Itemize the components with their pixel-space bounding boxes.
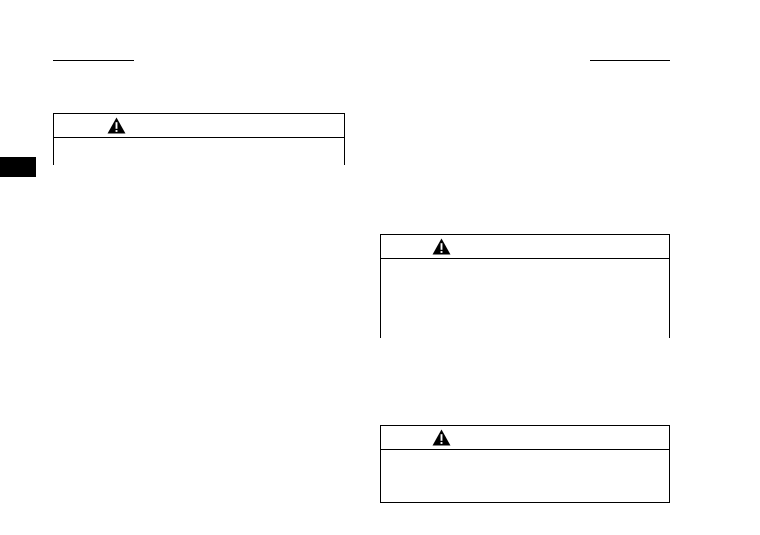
warning-header bbox=[381, 235, 669, 259]
warning-triangle-icon bbox=[432, 429, 451, 446]
chapter-side-tab bbox=[0, 157, 36, 177]
warning-box-3 bbox=[380, 425, 670, 503]
header-rule-left bbox=[53, 60, 134, 61]
warning-box-1 bbox=[53, 113, 345, 165]
warning-triangle-icon bbox=[107, 117, 126, 134]
warning-triangle-icon bbox=[432, 238, 451, 255]
warning-header bbox=[54, 114, 344, 138]
warning-box-2 bbox=[380, 234, 670, 338]
warning-header bbox=[381, 426, 669, 450]
header-rule-right bbox=[590, 60, 670, 61]
